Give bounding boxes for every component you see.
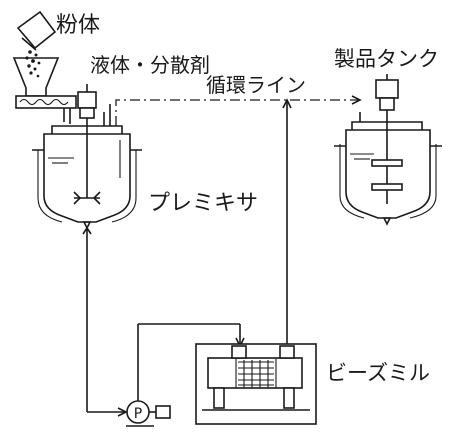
bead-mill [195, 343, 317, 425]
pump-label: P [134, 406, 142, 422]
pump-to-bead-mill-line [137, 323, 245, 401]
circulation-line [115, 95, 362, 346]
powder-hopper [12, 57, 77, 124]
pump: P [126, 400, 171, 427]
label-premixer: プレミキサ [148, 191, 258, 216]
label-circulation-line: 循環ライン [206, 73, 306, 97]
premixer-vessel [32, 84, 142, 230]
label-powder: 粉体 [56, 13, 100, 38]
label-bead-mill: ビーズミル [326, 361, 430, 385]
powder-bag [16, 10, 57, 51]
label-product-tank: 製品タンク [334, 47, 439, 71]
premixer-to-pump-line [82, 226, 128, 417]
powder-particles [25, 50, 41, 78]
product-tank [334, 74, 442, 226]
label-liquid-dispersant: 液体・分散剤 [90, 53, 210, 77]
